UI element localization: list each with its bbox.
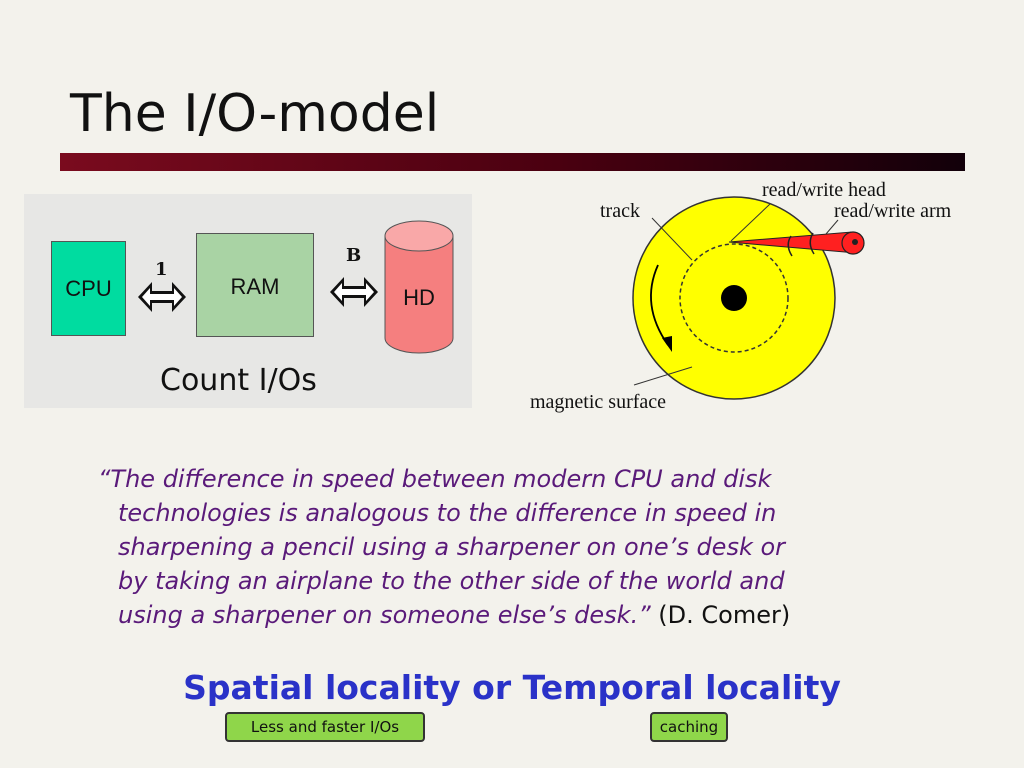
comer-quote: “The difference in speed between modern … — [98, 462, 938, 632]
track-leader — [651, 217, 693, 261]
quote-line: technologies is analogous to the differe… — [118, 499, 777, 527]
disk-track — [679, 243, 789, 353]
cpu-ram-transfer-label: 1 — [155, 259, 168, 280]
cpu-ram-arrow — [138, 282, 186, 312]
quote-line: by taking an airplane to the other side … — [118, 567, 785, 595]
ram-hd-arrow — [330, 277, 378, 307]
quote-attribution: (D. Comer) — [658, 601, 791, 629]
hd-cylinder — [384, 220, 454, 354]
quote-last-line: using a sharpener on someone else’s desk… — [98, 598, 938, 632]
count-ios-caption: Count I/Os — [160, 363, 317, 398]
arm-leader — [825, 219, 839, 235]
rotation-arrow — [650, 264, 669, 346]
less-faster-ios-tag: Less and faster I/Os — [225, 712, 425, 742]
read-write-arm-label: read/write arm — [834, 200, 952, 222]
slide-title: The I/O-model — [70, 84, 440, 144]
cpu-box: CPU — [51, 241, 126, 336]
magnetic-surface-label: magnetic surface — [530, 391, 667, 413]
quote-line: using a sharpener on someone else’s desk… — [118, 601, 651, 629]
title-rule — [60, 153, 965, 171]
quote-line: “The difference in speed between modern … — [98, 465, 772, 493]
ram-hd-transfer-label: B — [346, 245, 362, 266]
head-leader — [730, 203, 771, 242]
ram-box: RAM — [196, 233, 314, 337]
quote-line: sharpening a pencil using a sharpener on… — [118, 533, 786, 561]
caching-tag: caching — [650, 712, 728, 742]
surface-leader — [633, 366, 693, 386]
disk-spindle — [721, 285, 747, 311]
ram-label: RAM — [230, 274, 280, 299]
read-write-head-label: read/write head — [762, 179, 886, 201]
track-label: track — [600, 200, 640, 222]
disk-diagram — [632, 196, 865, 400]
locality-heading: Spatial locality or Temporal locality — [183, 668, 841, 707]
cpu-label: CPU — [65, 275, 112, 301]
hd-label: HD — [403, 285, 435, 310]
